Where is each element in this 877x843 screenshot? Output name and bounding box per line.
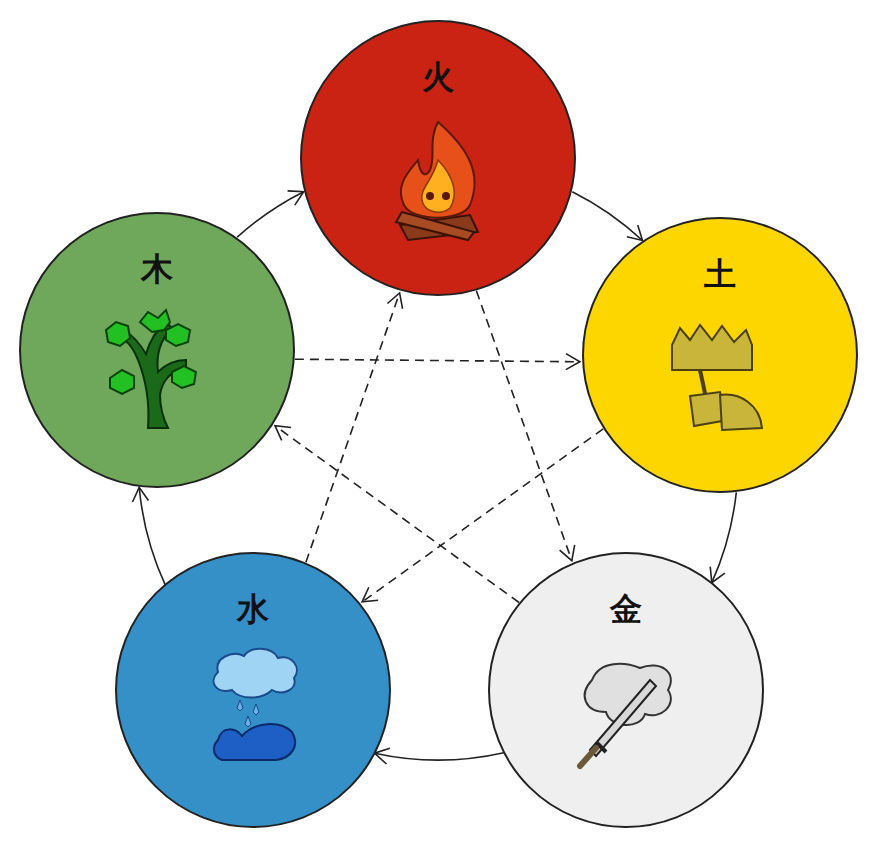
generating-arrow [237, 192, 304, 238]
controlling-arrow [295, 359, 580, 362]
generating-arrow [375, 753, 504, 760]
generating-arrow [572, 192, 642, 241]
generating-arrow [139, 487, 165, 585]
earth-circle: 土 [582, 217, 858, 493]
element-label: 水 [115, 552, 391, 627]
controlling-arrow [306, 293, 400, 562]
wood-circle: 木 [19, 212, 295, 488]
controlling-arrow [476, 291, 571, 561]
element-label: 金 [488, 552, 764, 627]
water-circle: 水 [115, 552, 391, 828]
element-label: 火 [300, 20, 576, 95]
generating-arrow [712, 492, 737, 582]
metal-circle: 金 [488, 552, 764, 828]
element-label: 木 [19, 212, 295, 287]
fire-circle: 火 [300, 20, 576, 296]
element-label: 土 [582, 217, 858, 292]
